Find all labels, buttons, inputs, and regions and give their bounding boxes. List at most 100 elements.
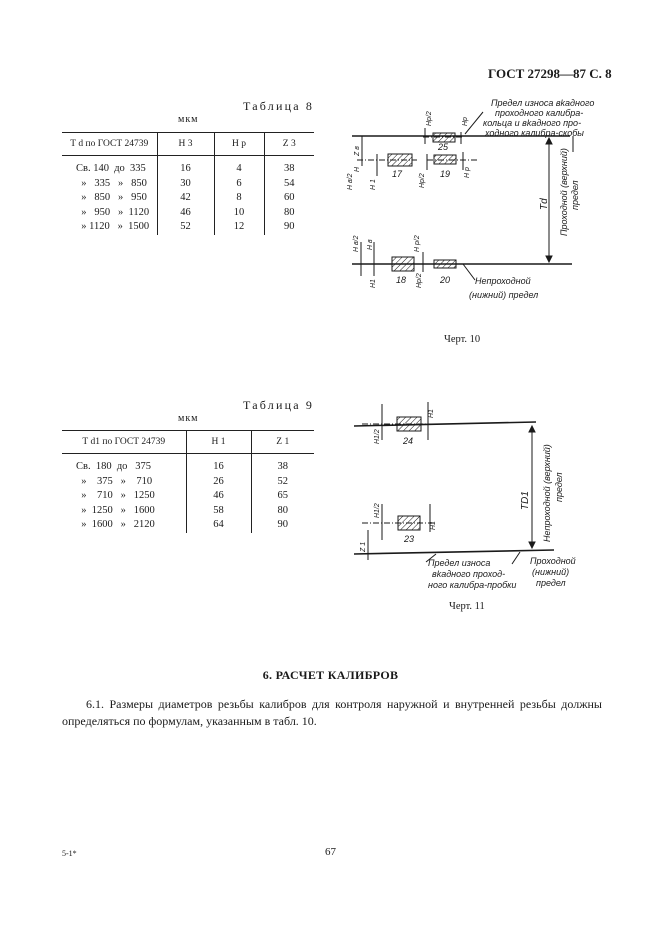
table-row: Св. 180 до 375 16 38 [62, 453, 314, 475]
fig10-wear-limit-line3: кольца и вkадного про- [483, 118, 581, 128]
fig10-dim-hp-half-3: H p/2 [414, 235, 421, 252]
fig11-nogo-limit-line1: Непроходной (верхний) [542, 444, 552, 542]
table-cell: 52 [250, 474, 314, 489]
figure-10-caption: Черт. 10 [444, 334, 481, 345]
table9-caption: Таблица 9 [243, 398, 315, 412]
fig10-nogo-limit-line1: Непроходной [475, 276, 531, 286]
figure-11-caption: Черт. 11 [449, 601, 485, 612]
table-cell: 10 [213, 205, 264, 220]
fig11-wear-limit-line3: ного калибра-пробки [428, 580, 516, 590]
fig10-nogo-limit-line2: (нижний) предел [469, 290, 538, 300]
fig11-wear-limit-line1: Предел износа [428, 558, 490, 568]
fig11-go-limit-line3: предел [536, 578, 566, 588]
table9: Т d1 по ГОСТ 24739 H 1 Z 1 Св. 180 до 37… [62, 430, 314, 533]
table-cell: 26 [185, 474, 251, 489]
table8-caption: Таблица 8 [243, 99, 315, 113]
table-cell: 58 [185, 503, 251, 518]
fig10-dim-hp-half-4: Hp/2 [416, 273, 423, 288]
fig11-td1-label: TD1 [520, 491, 531, 510]
table-cell: 12 [213, 220, 264, 235]
table8: Т d по ГОСТ 24739 H 3 H p Z 3 Св. 140 до… [62, 132, 314, 235]
table9-header-z1: Z 1 [250, 430, 314, 454]
fig11-dim-h1-half-2: H1/2 [374, 503, 381, 518]
fig10-dim-hp: Hp [462, 117, 469, 126]
table-cell: 80 [263, 205, 314, 220]
table-row: Св. 140 до 335 16 4 38 [62, 155, 314, 177]
fig10-dim-hp-2: H p [464, 167, 471, 178]
table-cell: 16 [156, 155, 214, 177]
fig10-dim-hv-half-2: H в/2 [353, 235, 360, 252]
table-cell: » 1250 » 1600 [76, 504, 155, 516]
fig11-dim-h1-half: H1/2 [374, 429, 381, 444]
fig10-num-25: 25 [437, 142, 449, 152]
table-cell: » 335 » 850 [76, 177, 147, 189]
footer-mark: 5-1* [62, 849, 77, 858]
table9-header-h1: H 1 [185, 430, 251, 454]
table-cell: 80 [250, 503, 314, 518]
fig11-nogo-limit-line2: предел [554, 472, 564, 502]
table-row: » 1600 » 2120 64 90 [62, 518, 314, 533]
fig10-dim-h1-2: H1 [370, 279, 377, 288]
table-cell: » 375 » 710 [76, 475, 153, 487]
fig11-dim-z1: Z 1 [360, 542, 367, 553]
section-title: 6. РАСЧЕТ КАЛИБРОВ [262, 668, 399, 682]
table-cell: » 950 » 1120 [76, 206, 150, 218]
table-cell: 60 [263, 191, 314, 206]
table-cell: 64 [185, 518, 251, 533]
fig11-go-limit-line2: (нижний) [532, 567, 569, 577]
table-cell: » 1120 » 1500 [76, 221, 150, 232]
table9-header-td1: Т d1 по ГОСТ 24739 [62, 430, 186, 454]
table-row: » 710 » 1250 46 65 [62, 489, 314, 504]
table-cell: » 710 » 1250 [76, 490, 155, 501]
table-cell: 90 [250, 518, 314, 533]
fig10-wear-limit-line2: проходного калибра- [495, 108, 583, 118]
table8-unit: мкм [178, 114, 199, 125]
fig10-wear-limit-line4: ходного калибра-скобы [484, 128, 584, 138]
figure-10-diagram: Предел износа вkадного проходного калибр… [347, 98, 594, 300]
fig11-wear-limit-line2: вkадного проход- [432, 569, 505, 579]
table-row: » 1120 » 1500 52 12 90 [62, 220, 314, 235]
fig11-num-24: 24 [402, 436, 413, 446]
table-cell: 38 [263, 155, 314, 177]
table-cell: 90 [263, 220, 314, 235]
table-cell: 65 [250, 489, 314, 504]
fig10-dim-hv: H в [367, 239, 374, 250]
figure-11-diagram: 24 23 Непроходной (верхний) предел TD1 П… [353, 402, 576, 590]
fig10-wear-limit-line1: Предел износа вkадного [491, 98, 594, 108]
table-row: » 335 » 850 30 6 54 [62, 176, 314, 191]
fig10-td-label: Td [539, 198, 550, 210]
fig10-dim-hv-half: H в/2 [347, 173, 354, 190]
table-cell: » 850 » 950 [76, 192, 147, 203]
table9-unit: мкм [178, 413, 199, 424]
table-cell: 52 [156, 220, 214, 235]
table-cell: 46 [156, 205, 214, 220]
fig10-dim-h: H [354, 166, 361, 172]
page-header: ГОСТ 27298—87 С. 8 [488, 66, 612, 81]
fig11-dim-h1: H1 [428, 409, 435, 418]
table-row: » 1250 » 1600 58 80 [62, 503, 314, 518]
fig10-dim-zv: Z в [354, 146, 361, 157]
table-cell: Св. 180 до 375 [76, 461, 152, 472]
table-cell: Св. 140 до 335 [76, 163, 146, 174]
table-cell: 42 [156, 191, 214, 206]
table-cell: 54 [263, 176, 314, 191]
fig11-go-limit-line1: Проходной [530, 556, 576, 566]
table-row: » 850 » 950 42 8 60 [62, 191, 314, 206]
table-row: » 950 » 1120 46 10 80 [62, 205, 314, 220]
table8-header-z3: Z 3 [263, 132, 314, 156]
table8-header-td: Т d по ГОСТ 24739 [62, 132, 157, 156]
table-row: » 375 » 710 26 52 [62, 474, 314, 489]
table-cell: 16 [185, 453, 251, 475]
fig10-num-20: 20 [439, 275, 450, 285]
table8-header-hp: H p [213, 132, 264, 156]
table-cell: » 1600 » 2120 [76, 519, 155, 530]
fig10-num-18: 18 [396, 275, 406, 285]
table-cell: 38 [250, 453, 314, 475]
fig10-dim-hp-half-2: Hp/2 [419, 173, 426, 188]
table-cell: 6 [213, 176, 264, 191]
fig10-go-limit-line2: предел [570, 180, 580, 210]
table-cell: 4 [213, 155, 264, 177]
table8-header-h3: H 3 [156, 132, 214, 156]
table-cell: 30 [156, 176, 214, 191]
fig10-go-limit-line1: Проходной (верхний) [559, 148, 569, 236]
